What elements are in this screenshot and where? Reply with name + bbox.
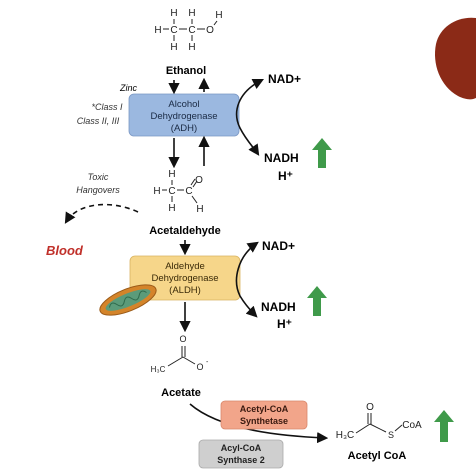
- class-note-line-1: *Class I: [91, 102, 123, 112]
- acetate-to-acetylcoa-arrow: [189, 403, 329, 444]
- acetylcoa-atom-o: O: [366, 402, 374, 413]
- adh-nad-curve: [235, 78, 265, 156]
- acetylcoa-methyl: H₃C: [336, 430, 355, 441]
- ethanol-atom-h: H: [188, 42, 195, 53]
- up-arrow-icon: [434, 410, 454, 442]
- mitochondrion-icon: [99, 284, 157, 316]
- acetaldehyde-structure: H H C C O H H: [153, 169, 203, 215]
- up-arrow-icon: [307, 286, 327, 316]
- ethanol-atom-h: H: [170, 8, 177, 19]
- ethanol-atom-c: C: [188, 25, 195, 36]
- acetaldehyde-atom-h: H: [168, 203, 175, 214]
- adh-label-line-3: (ADH): [171, 123, 197, 134]
- acyl-coa-synthase-box: Acyl-CoA Synthase 2: [198, 439, 284, 469]
- acetylcoa-atom-s: S: [388, 430, 394, 440]
- acetaldehyde-atom-c: C: [185, 186, 192, 197]
- ethanol-atom-h: H: [170, 42, 177, 53]
- toxic-note-line-2: Hangovers: [76, 185, 120, 195]
- zinc-label: Zinc: [119, 83, 138, 93]
- liver-shape: [434, 17, 476, 100]
- acetaldehyde-atom-h: H: [196, 204, 203, 215]
- ethanol-atom-c: C: [170, 25, 177, 36]
- acetate-atom-o: O: [179, 334, 186, 344]
- adh-nad-plus: NAD+: [268, 72, 301, 86]
- aldh-label-line-3: (ALDH): [169, 285, 201, 296]
- acetyl-coa-label: Acetyl CoA: [348, 450, 407, 462]
- acetaldehyde-label: Acetaldehyde: [149, 225, 221, 237]
- acetaldehyde-atom-c: C: [168, 186, 175, 197]
- class-note-line-2: Class II, III: [77, 116, 120, 126]
- acetate-atom-o-minus: O: [196, 362, 203, 372]
- synthetase-label-line-1: Acetyl-CoA: [240, 404, 289, 414]
- blood-dashed-arrow: [64, 203, 139, 224]
- acetaldehyde-atom-h: H: [168, 169, 175, 180]
- aldh-label-line-1: Aldehyde: [165, 261, 205, 272]
- aldh-nad-curve: [235, 241, 259, 318]
- adh-nadh: NADH: [264, 151, 299, 165]
- adh-label-line-1: Alcohol: [168, 99, 199, 110]
- aldh-label-line-2: Dehydrogenase: [151, 273, 218, 284]
- ethanol-atom-h: H: [188, 8, 195, 19]
- acetyl-coa-structure: O H₃C S CoA: [336, 402, 422, 441]
- ethanol-label: Ethanol: [166, 65, 206, 77]
- ethanol-atom-h: H: [154, 25, 161, 36]
- blood-label: Blood: [46, 243, 84, 258]
- acetate-methyl: H₃C: [151, 365, 166, 374]
- ethanol-structure: H H H H C C O H H: [154, 8, 222, 53]
- synthetase-label-line-2: Synthetase: [240, 416, 288, 426]
- up-arrow-icon: [312, 138, 332, 168]
- synthase-label-line-2: Synthase 2: [217, 455, 265, 465]
- acetyl-coa-synthetase-box: Acetyl-CoA Synthetase: [220, 400, 308, 430]
- synthase-label-line-1: Acyl-CoA: [221, 443, 262, 453]
- acetate-charge: -: [206, 359, 209, 366]
- acetaldehyde-atom-h: H: [153, 186, 160, 197]
- aldh-enzyme-box: Aldehyde Dehydrogenase (ALDH): [129, 255, 241, 301]
- adh-enzyme-box: Alcohol Dehydrogenase (ADH): [128, 93, 240, 137]
- toxic-note-line-1: Toxic: [88, 172, 109, 182]
- acetate-label: Acetate: [161, 387, 201, 399]
- acetaldehyde-atom-o: O: [195, 175, 203, 186]
- adh-label-line-2: Dehydrogenase: [150, 111, 217, 122]
- aldh-h-plus: H⁺: [277, 317, 292, 331]
- aldh-nadh: NADH: [261, 300, 296, 314]
- aldh-nad-plus: NAD+: [262, 239, 295, 253]
- ethanol-atom-h: H: [215, 10, 222, 21]
- ethanol-atom-o: O: [206, 25, 214, 36]
- acetate-structure: O H₃C O -: [151, 334, 209, 374]
- adh-h-plus: H⁺: [278, 169, 293, 183]
- acetylcoa-coa: CoA: [402, 420, 422, 431]
